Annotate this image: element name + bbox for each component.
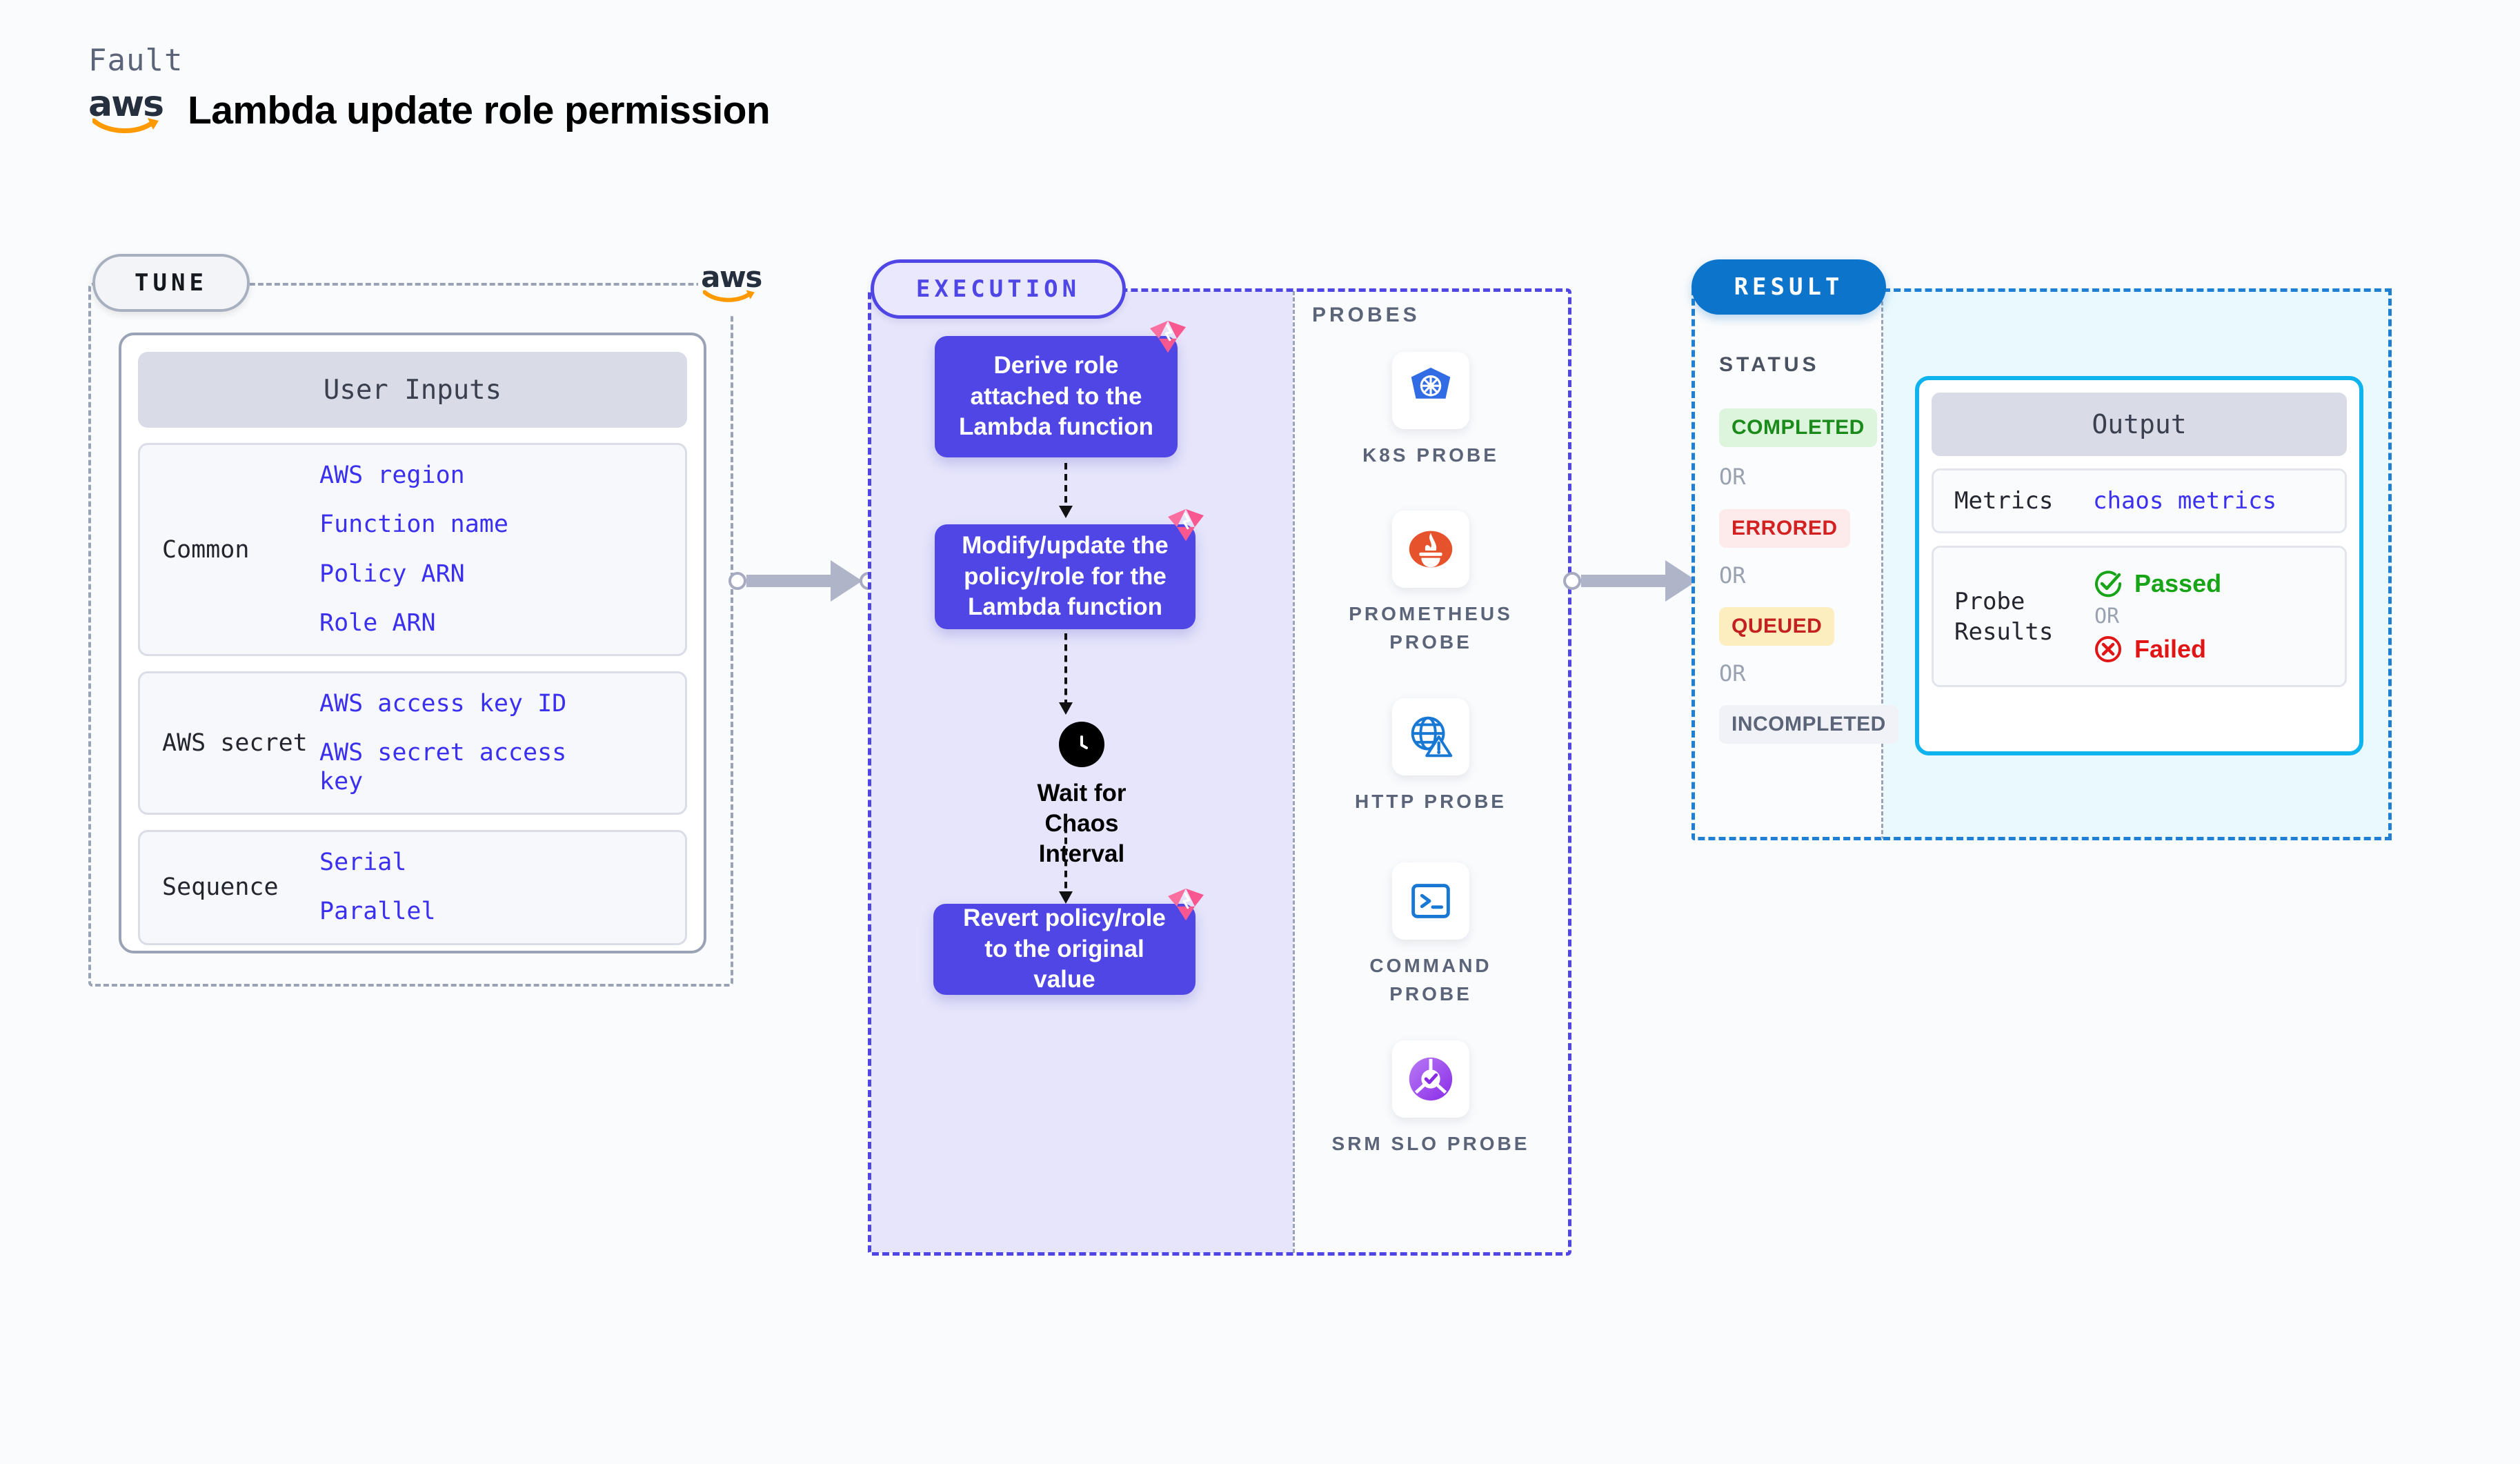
flow-arrow-2 <box>1059 633 1073 715</box>
input-value[interactable]: Policy ARN <box>319 560 465 588</box>
passed-label: Passed <box>2134 569 2222 598</box>
input-value[interactable]: AWS access key ID <box>319 690 567 718</box>
flow-arrow-1 <box>1059 463 1073 518</box>
output-title: Output <box>1932 393 2347 456</box>
input-group-aws-secret: AWS secret AWS access key ID AWS secret … <box>138 671 687 815</box>
input-group-label: AWS secret <box>162 729 308 758</box>
probe-label: COMMAND PROBE <box>1369 955 1492 1005</box>
connector-line <box>746 575 831 587</box>
execution-step-1[interactable]: Derive role attached to the Lambda funct… <box>935 320 1186 457</box>
probe-label: HTTP PROBE <box>1355 791 1507 812</box>
input-value[interactable]: Parallel <box>319 898 436 926</box>
probe-label: K8S PROBE <box>1362 444 1499 466</box>
output-card: Output Metrics chaos metrics Probe Resul… <box>1915 376 2363 755</box>
result-status-region <box>1691 288 1883 840</box>
input-value[interactable]: Serial <box>319 849 407 877</box>
status-or-3: OR <box>1719 660 1746 686</box>
execution-panel <box>868 288 1571 1256</box>
litmus-chaos-badge-icon <box>1168 888 1204 921</box>
probe-result-failed: Failed <box>2093 634 2221 664</box>
status-badge-label: ERRORED <box>1732 517 1838 540</box>
status-badge-label: INCOMPLETED <box>1732 713 1886 735</box>
tune-aws-smile-icon <box>703 290 755 302</box>
wait-for-chaos-interval-node: Wait for Chaos Interval <box>1020 722 1144 869</box>
input-value[interactable]: Function name <box>319 511 508 539</box>
input-value[interactable]: Role ARN <box>319 609 436 637</box>
fault-label: Fault <box>88 43 183 78</box>
input-group-sequence: Sequence Serial Parallel <box>138 830 687 945</box>
execution-step-label: Modify/update the policy/role for the La… <box>962 532 1169 621</box>
status-badge-label: COMPLETED <box>1732 416 1865 439</box>
input-group-common: Common AWS region Function name Policy A… <box>138 443 687 657</box>
tune-aws-wordmark: aws <box>701 260 762 294</box>
input-value[interactable]: AWS region <box>319 462 465 489</box>
wait-node-label: Wait for Chaos Interval <box>1037 780 1127 867</box>
terminal-icon <box>1392 862 1469 940</box>
metrics-value[interactable]: chaos metrics <box>2093 487 2277 515</box>
execution-step-label: Derive role attached to the Lambda funct… <box>959 352 1153 441</box>
status-badge-label: QUEUED <box>1732 615 1823 637</box>
metrics-label: Metrics <box>1954 487 2054 515</box>
connector-tune-to-execution <box>728 560 877 602</box>
status-badge-errored: ERRORED <box>1719 509 1850 548</box>
connector-arrowhead-icon <box>831 560 862 602</box>
connector-probes-to-result <box>1563 560 1712 602</box>
litmus-chaos-badge-icon <box>1168 508 1204 542</box>
status-badge-incompleted: INCOMPLETED <box>1719 705 1898 744</box>
probe-results-label: Probe Results <box>1954 587 2054 646</box>
connector-start-dot <box>728 572 746 590</box>
tune-pill-label: TUNE <box>92 254 250 312</box>
output-row-probe-results: Probe Results Passed OR Failed <box>1932 546 2347 688</box>
aws-wordmark: aws <box>88 83 164 125</box>
clock-icon <box>1059 722 1104 767</box>
probe-command[interactable]: COMMAND PROBE <box>1327 862 1534 1008</box>
page-header: Fault aws Lambda update role permission <box>88 43 771 133</box>
probe-prometheus[interactable]: PROMETHEUS PROBE <box>1327 511 1534 656</box>
execution-step-3[interactable]: Revert policy/role to the original value <box>933 888 1204 995</box>
aws-smile-icon <box>92 118 159 133</box>
input-value[interactable]: AWS secret access key <box>319 739 567 795</box>
x-circle-icon <box>2095 636 2121 663</box>
http-globe-warning-icon <box>1392 698 1469 775</box>
output-row-metrics: Metrics chaos metrics <box>1932 468 2347 534</box>
user-inputs-title: User Inputs <box>138 352 687 428</box>
probe-http[interactable]: HTTP PROBE <box>1327 698 1534 816</box>
execution-step-2[interactable]: Modify/update the policy/role for the La… <box>935 508 1204 629</box>
flow-arrow-3 <box>1059 815 1073 904</box>
probe-label: PROMETHEUS PROBE <box>1349 603 1513 653</box>
check-circle-icon <box>2095 571 2122 597</box>
aws-logo-icon: aws <box>88 83 170 133</box>
input-group-label: Sequence <box>162 873 279 902</box>
status-section-title: STATUS <box>1719 353 1820 376</box>
tune-panel <box>88 283 733 987</box>
probe-result-passed: Passed <box>2093 568 2221 599</box>
status-or-1: OR <box>1719 464 1746 490</box>
probe-srm-slo[interactable]: SRM SLO PROBE <box>1327 1040 1534 1158</box>
page-title: Lambda update role permission <box>188 88 771 132</box>
user-inputs-card: User Inputs Common AWS region Function n… <box>119 333 706 953</box>
probe-label: SRM SLO PROBE <box>1331 1133 1530 1154</box>
connector-line <box>1581 575 1665 587</box>
prometheus-icon <box>1392 511 1469 588</box>
litmus-chaos-badge-icon <box>1150 320 1186 353</box>
input-group-label: Common <box>162 535 250 564</box>
status-or-2: OR <box>1719 562 1746 588</box>
connector-start-dot <box>1563 572 1581 590</box>
failed-label: Failed <box>2134 635 2207 664</box>
srm-slo-icon <box>1392 1040 1469 1118</box>
tune-aws-logo-icon: aws <box>698 254 764 315</box>
probes-section-title: PROBES <box>1312 304 1420 326</box>
kubernetes-icon <box>1392 352 1469 429</box>
execution-step-label: Revert policy/role to the original value <box>963 904 1166 993</box>
status-badge-queued: QUEUED <box>1719 607 1835 646</box>
result-pill-label: RESULT <box>1691 259 1886 315</box>
execution-pill-label: EXECUTION <box>871 259 1126 319</box>
status-badge-completed: COMPLETED <box>1719 408 1877 447</box>
probe-k8s[interactable]: K8S PROBE <box>1327 352 1534 470</box>
probe-result-or: OR <box>2094 604 2120 629</box>
